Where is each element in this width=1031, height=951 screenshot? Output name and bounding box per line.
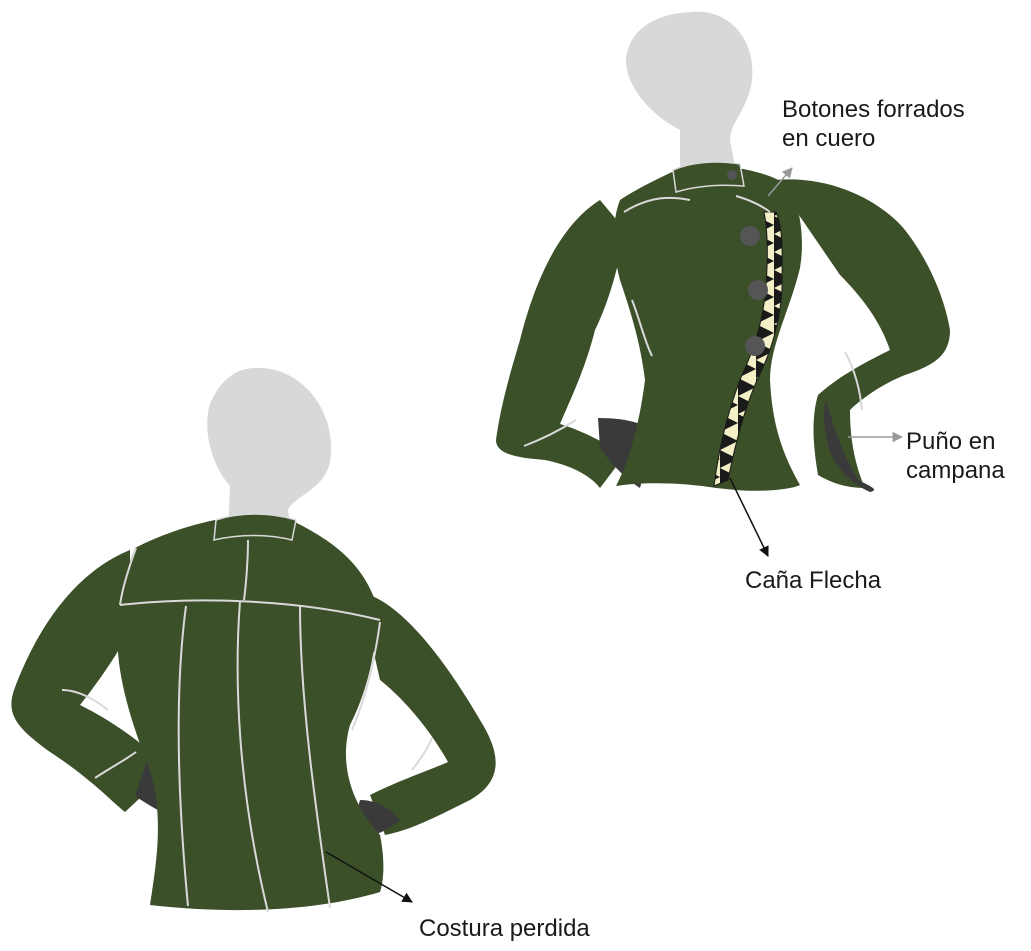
front-button-3 (745, 336, 765, 356)
front-button-2 (748, 280, 768, 300)
label-botones: Botones forrados en cuero (782, 95, 965, 153)
label-puno-line1: Puño en (906, 427, 1005, 456)
label-botones-line1: Botones forrados (782, 95, 965, 124)
label-cana-flecha: Caña Flecha (745, 566, 881, 595)
collar-button (727, 170, 737, 180)
jacket-back-illustration (11, 368, 495, 912)
front-button-1 (740, 226, 760, 246)
back-right-sleeve (360, 592, 496, 835)
front-mannequin-head (626, 12, 752, 172)
label-botones-line2: en cuero (782, 124, 965, 153)
label-costura-perdida: Costura perdida (419, 914, 590, 943)
label-puno: Puño en campana (906, 427, 1005, 485)
back-torso (118, 520, 384, 910)
jacket-front-illustration (496, 12, 950, 492)
label-puno-line2: campana (906, 456, 1005, 485)
